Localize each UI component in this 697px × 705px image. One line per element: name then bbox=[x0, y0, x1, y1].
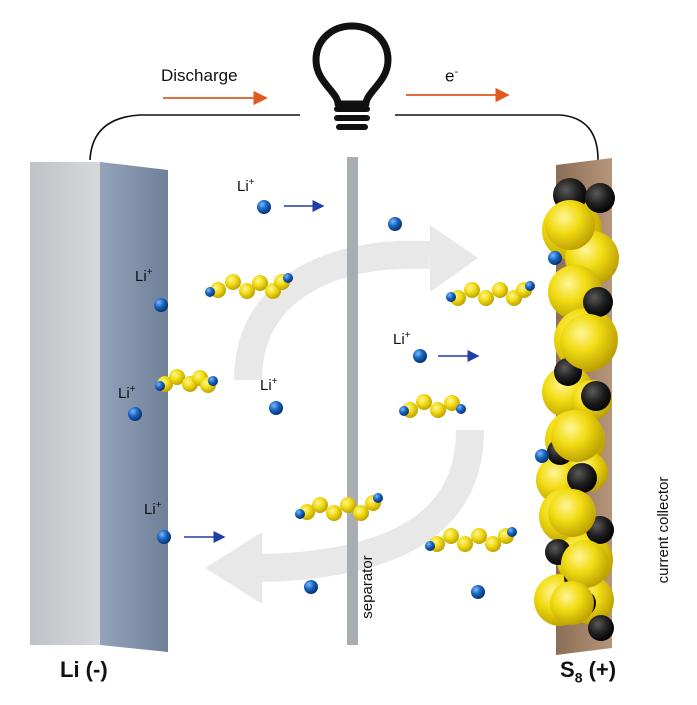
li-atom bbox=[208, 376, 218, 386]
li-ion bbox=[304, 580, 318, 594]
anode-side bbox=[30, 162, 100, 645]
sulfur-atom bbox=[430, 402, 446, 418]
electron-label: e- bbox=[445, 66, 459, 86]
sulfur-particle bbox=[561, 540, 609, 588]
carbon-particle bbox=[585, 183, 615, 213]
li-atom bbox=[456, 404, 466, 414]
cycle-arrowhead-bottom bbox=[205, 532, 262, 604]
anode-face bbox=[100, 162, 168, 652]
circuit-wire bbox=[89, 114, 599, 161]
sulfur-particle bbox=[548, 489, 596, 537]
sulfur-particle bbox=[551, 410, 603, 462]
li-atom bbox=[373, 493, 383, 503]
sulfur-particle bbox=[550, 581, 594, 625]
sulfur-atom bbox=[457, 536, 473, 552]
anode-label: Li (-) bbox=[60, 657, 108, 682]
li-ion bbox=[548, 251, 562, 265]
sulfur-atom bbox=[239, 283, 255, 299]
sulfur-atom bbox=[485, 536, 501, 552]
li-ion bbox=[154, 298, 168, 312]
li-ion bbox=[157, 530, 171, 544]
li-ion bbox=[128, 407, 142, 421]
li-ion bbox=[257, 200, 271, 214]
polysulfide-molecule bbox=[155, 369, 218, 393]
li-atom bbox=[525, 281, 535, 291]
discharge-label: Discharge bbox=[161, 66, 238, 85]
carbon-particle bbox=[567, 463, 597, 493]
li-atom bbox=[155, 381, 165, 391]
sulfur-atom bbox=[326, 505, 342, 521]
polysulfide-molecule bbox=[446, 281, 535, 306]
carbon-particle bbox=[581, 381, 611, 411]
sulfur-atom bbox=[353, 505, 369, 521]
sulfur-atom bbox=[416, 394, 432, 410]
carbon-particle bbox=[583, 287, 613, 317]
sulfur-atom bbox=[492, 282, 508, 298]
sulfur-atom bbox=[252, 275, 268, 291]
li-ion bbox=[471, 585, 485, 599]
li-ion bbox=[269, 401, 283, 415]
cycle-arrow-icon bbox=[234, 240, 484, 582]
sulfur-particle bbox=[560, 314, 616, 370]
li-atom bbox=[205, 287, 215, 297]
li-ion-label: Li+ bbox=[118, 384, 136, 402]
li-ion bbox=[535, 449, 549, 463]
sulfur-atom bbox=[312, 497, 328, 513]
li-atom bbox=[446, 292, 456, 302]
li-atom bbox=[295, 509, 305, 519]
sulfur-atom bbox=[443, 528, 459, 544]
li-ion-label: Li+ bbox=[393, 330, 411, 348]
sulfur-atom bbox=[225, 274, 241, 290]
li-atom bbox=[399, 406, 409, 416]
li-ion bbox=[413, 349, 427, 363]
sulfur-atom bbox=[478, 290, 494, 306]
sulfur-atom bbox=[464, 282, 480, 298]
sulfur-atom bbox=[340, 497, 356, 513]
sulfur-particle bbox=[545, 200, 595, 250]
sulfur-atom bbox=[471, 528, 487, 544]
separator-membrane bbox=[347, 157, 358, 645]
li-ion-label: Li+ bbox=[144, 500, 162, 518]
li-ion bbox=[388, 217, 402, 231]
separator-label: separator bbox=[359, 555, 376, 619]
polysulfide-molecule bbox=[205, 273, 293, 299]
cycle-arrowhead-top bbox=[430, 225, 478, 292]
polysulfide-molecule bbox=[425, 527, 517, 552]
polysulfide-molecule bbox=[399, 394, 466, 418]
carbon-particle bbox=[588, 615, 614, 641]
lightbulb-icon bbox=[312, 22, 392, 130]
li-atom bbox=[283, 273, 293, 283]
current-collector-label: current collector bbox=[655, 476, 672, 584]
li-atom bbox=[507, 527, 517, 537]
li-ion-label: Li+ bbox=[260, 376, 278, 394]
li-atom bbox=[425, 541, 435, 551]
sulfur-atom bbox=[444, 395, 460, 411]
sulfur-atom bbox=[169, 369, 185, 385]
polysulfide-molecule bbox=[295, 493, 383, 521]
li-ion-label: Li+ bbox=[135, 267, 153, 285]
cathode-label: S8 (+) bbox=[560, 657, 617, 686]
li-ion-label: Li+ bbox=[237, 177, 255, 195]
